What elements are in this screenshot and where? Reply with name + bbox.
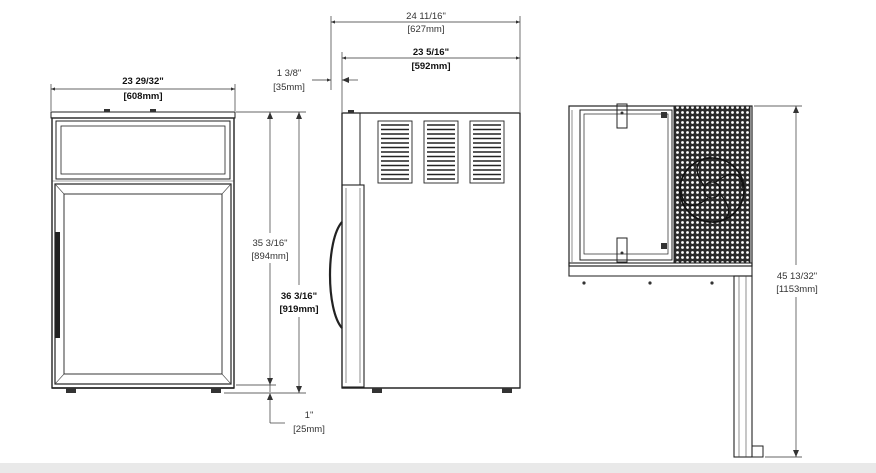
door-offset-metric: [35mm] (273, 82, 305, 93)
bottom-band (0, 463, 876, 473)
overall-height-imperial: 36 3/16" (281, 291, 317, 302)
total-depth-imperial: 24 11/16" (406, 11, 446, 22)
front-width-imperial: 23 29/32" (122, 76, 163, 87)
total-depth-metric: [627mm] (408, 24, 445, 35)
door-open-depth-imperial: 45 13/32" (777, 271, 817, 282)
leg-height-imperial: 1" (305, 410, 314, 421)
cabinet-depth-dimension: 23 5/16" [592mm] (341, 47, 520, 112)
cabinet-depth-imperial: 23 5/16" (413, 47, 449, 58)
overall-height-metric: [919mm] (279, 304, 318, 315)
door-open-depth-metric: [1153mm] (776, 284, 818, 295)
technical-drawing: 23 29/32" [608mm] 35 3/16" [894mm] 36 3/… (50, 11, 818, 458)
door-offset-dimension: 1 3/8" [35mm] (273, 68, 358, 93)
door-offset-imperial: 1 3/8" (277, 68, 302, 79)
side-view (328, 110, 521, 393)
top-view (568, 103, 764, 458)
cabinet-height-dimension: 35 3/16" [894mm] (236, 111, 289, 386)
front-view (50, 109, 236, 393)
cabinet-height-imperial: 35 3/16" (252, 238, 287, 249)
leg-height-dimension: 1" [25mm] (267, 385, 325, 435)
door-open-depth-dimension: 45 13/32" [1153mm] (754, 105, 818, 458)
cabinet-height-metric: [894mm] (252, 251, 289, 262)
front-width-metric: [608mm] (123, 91, 162, 102)
cabinet-depth-metric: [592mm] (411, 61, 450, 72)
front-width-dimension: 23 29/32" [608mm] (50, 76, 236, 111)
total-depth-dimension: 24 11/16" [627mm] (330, 11, 521, 112)
vent-louvres (377, 120, 505, 184)
leg-height-metric: [25mm] (293, 424, 325, 435)
overall-height-dimension: 36 3/16" [919mm] (224, 111, 319, 394)
